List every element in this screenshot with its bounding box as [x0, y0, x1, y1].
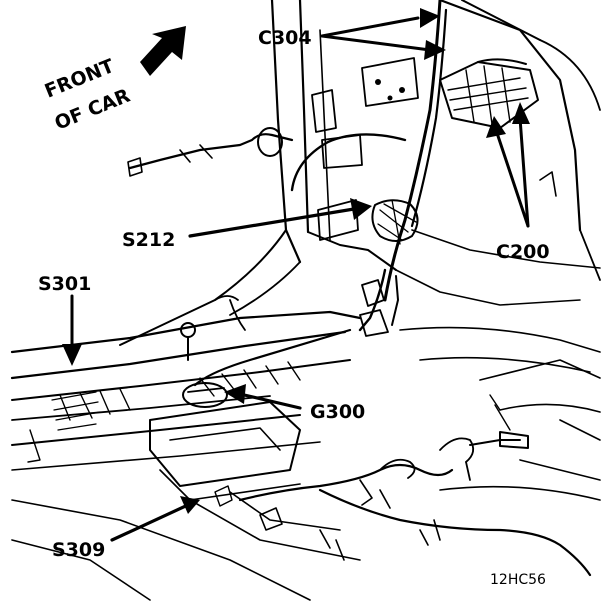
label-s212: S212 — [122, 229, 175, 251]
figure-code: 12HC56 — [490, 572, 546, 588]
label-s301: S301 — [38, 273, 91, 295]
label-c200: C200 — [496, 241, 550, 263]
front-direction-arrow — [140, 26, 186, 76]
label-g300: G300 — [310, 401, 365, 423]
label-arrows — [62, 8, 530, 542]
wiring-harness — [51, 0, 592, 577]
label-c304: C304 — [258, 27, 312, 49]
body-structure — [10, 0, 601, 601]
label-s309: S309 — [52, 539, 105, 561]
